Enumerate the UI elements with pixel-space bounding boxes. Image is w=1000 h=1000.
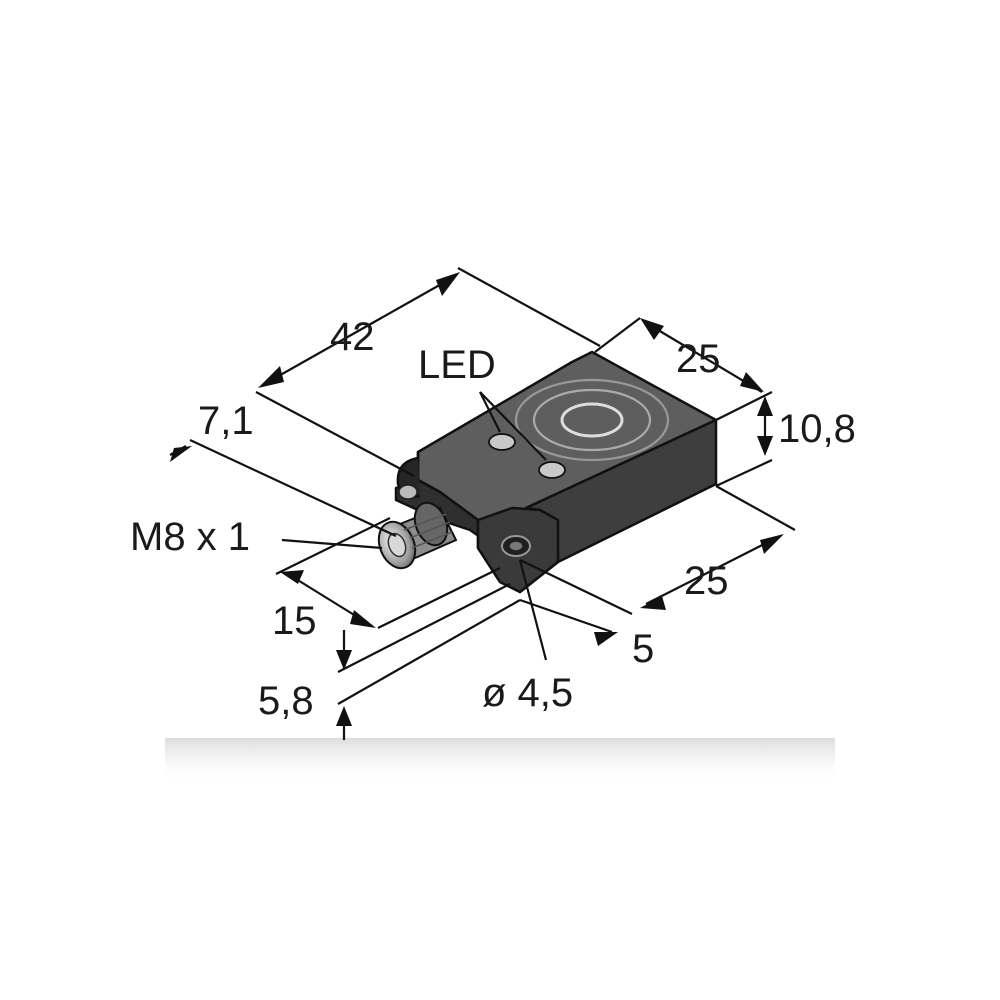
arrowhead (436, 272, 460, 296)
dimension-arrows (170, 272, 784, 726)
arrowhead (740, 372, 764, 392)
m8-connector (377, 501, 458, 570)
dimension-10-8-label: 10,8 (778, 407, 856, 451)
arrowhead (640, 318, 664, 340)
dimension-lines (169, 267, 796, 740)
led-dot-icon (488, 433, 516, 451)
left-notch-hole (398, 484, 418, 500)
dimension-5-label: 5 (632, 627, 654, 671)
sensor-housing (394, 350, 718, 594)
dimension-25-bottom-label: 25 (684, 559, 729, 603)
led-dot-icon (538, 461, 566, 479)
arrowhead (757, 396, 773, 416)
dimension-7-1-label: 7,1 (198, 399, 254, 443)
arrowhead (258, 366, 284, 388)
floor-shadow (165, 738, 835, 783)
arrowhead (594, 632, 618, 646)
dimension-5-8-label: 5,8 (258, 679, 314, 723)
arrowhead (336, 706, 352, 726)
arrowhead (760, 534, 784, 554)
hole-diameter-label: ø 4,5 (482, 671, 573, 715)
arrowhead (336, 650, 352, 670)
dimension-42-label: 42 (330, 315, 375, 359)
arrowhead (350, 610, 376, 628)
arrowhead (280, 570, 304, 584)
connector-thread-label: M8 x 1 (130, 515, 250, 559)
arrowhead (170, 446, 192, 462)
mounting-hole-inner (508, 540, 524, 552)
dimension-15-label: 15 (272, 599, 317, 643)
led-label: LED (418, 343, 496, 387)
arrowhead (757, 436, 773, 456)
dimension-25-top-label: 25 (676, 337, 721, 381)
concentric-circles-icon (514, 378, 670, 462)
arrowhead (640, 596, 666, 610)
